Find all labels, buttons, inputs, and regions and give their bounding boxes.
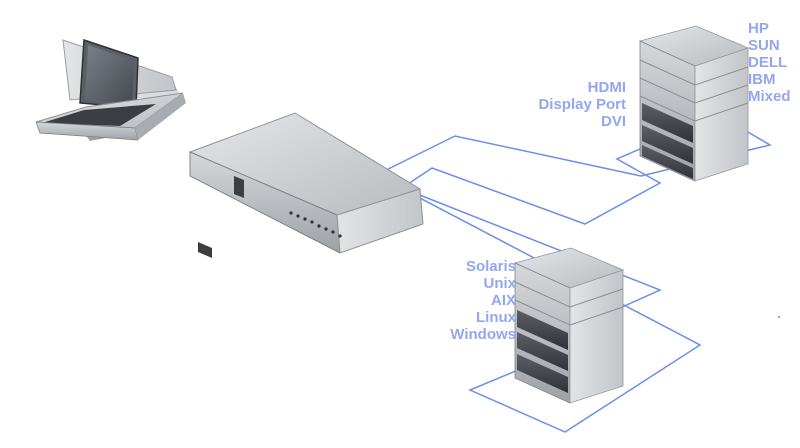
os-label: HP — [748, 20, 769, 37]
switch-port-leds — [289, 211, 342, 238]
os-label: Windows — [450, 326, 516, 343]
os-label: Solaris — [465, 258, 516, 275]
top-server-cable-return — [401, 134, 673, 225]
os-label: SUN — [748, 37, 780, 54]
os-label: IBM — [748, 71, 776, 88]
video-label: HDMI — [587, 79, 626, 96]
os-label: Linux — [476, 309, 516, 326]
os-label: Unix — [483, 275, 516, 292]
kvm-console-drawer-icon — [35, 38, 186, 141]
os-label: Mixed — [748, 88, 791, 105]
stray-dot — [778, 316, 780, 318]
os-label: AIX — [490, 292, 516, 309]
kvm-switch-icon — [188, 112, 424, 258]
bottom-server-os-labels: Solaris Unix AIX Linux Windows — [436, 258, 516, 343]
video-label: DVI — [600, 113, 626, 130]
server-stack-icon — [513, 247, 625, 404]
video-label: Display Port — [538, 96, 626, 113]
os-label: DELL — [748, 54, 788, 71]
top-server-os-labels: HP SUN DELL IBM Mixed — [748, 20, 791, 105]
video-interface-labels: HDMI Display Port DVI — [538, 79, 626, 130]
server-stack-icon — [638, 25, 750, 182]
